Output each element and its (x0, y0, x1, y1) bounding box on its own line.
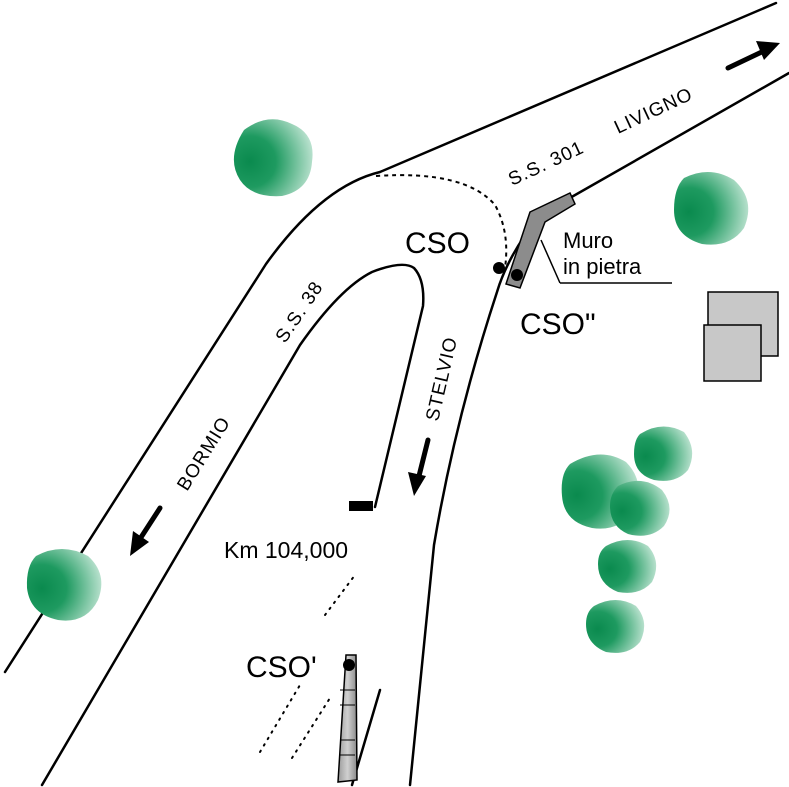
tree-top-left (233, 119, 313, 197)
label-wall-line2: in pietra (563, 254, 642, 279)
label-bormio: BORMIO (173, 413, 235, 495)
ss38-outer-edge (3, 1, 778, 674)
ss38-inner-edge (40, 263, 425, 787)
wall-leader-line (540, 239, 561, 284)
junction-dashed-arc (375, 174, 508, 269)
tree-cluster-5 (586, 600, 645, 653)
tree-cluster-4 (598, 540, 657, 593)
arrow-livigno (725, 41, 780, 71)
label-cso: CSO (405, 227, 470, 260)
arrow-bormio (130, 505, 163, 556)
label-cso-prime: CSO' (246, 651, 317, 684)
label-cso-double: CSO" (520, 308, 596, 341)
label-ss38: S.S. 38 (272, 278, 328, 347)
label-ss301: S.S. 301 (505, 137, 587, 190)
point-cso (493, 262, 505, 274)
tree-cluster-2 (634, 426, 693, 481)
label-wall-line1: Muro (563, 228, 613, 253)
label-livigno: LIVIGNO (611, 84, 696, 139)
vehicle-cso-prime (337, 654, 358, 783)
point-cso-double (511, 269, 523, 281)
trajectory-dots (259, 574, 356, 759)
tree-bottom-left (26, 549, 102, 621)
contact-points (343, 262, 523, 671)
trees (26, 119, 749, 653)
direction-arrows (130, 41, 780, 556)
arrow-stelvio (408, 437, 431, 496)
label-stelvio: STELVIO (422, 335, 462, 423)
stone-wall (505, 191, 576, 289)
road-edges (3, 1, 789, 787)
tree-cluster-3 (610, 480, 670, 536)
point-cso-prime (343, 659, 355, 671)
km-milestone-marker (349, 501, 373, 511)
label-km-milestone: Km 104,000 (224, 537, 348, 563)
building-front (703, 324, 762, 382)
tree-right-top (674, 171, 749, 245)
buildings (703, 291, 779, 382)
